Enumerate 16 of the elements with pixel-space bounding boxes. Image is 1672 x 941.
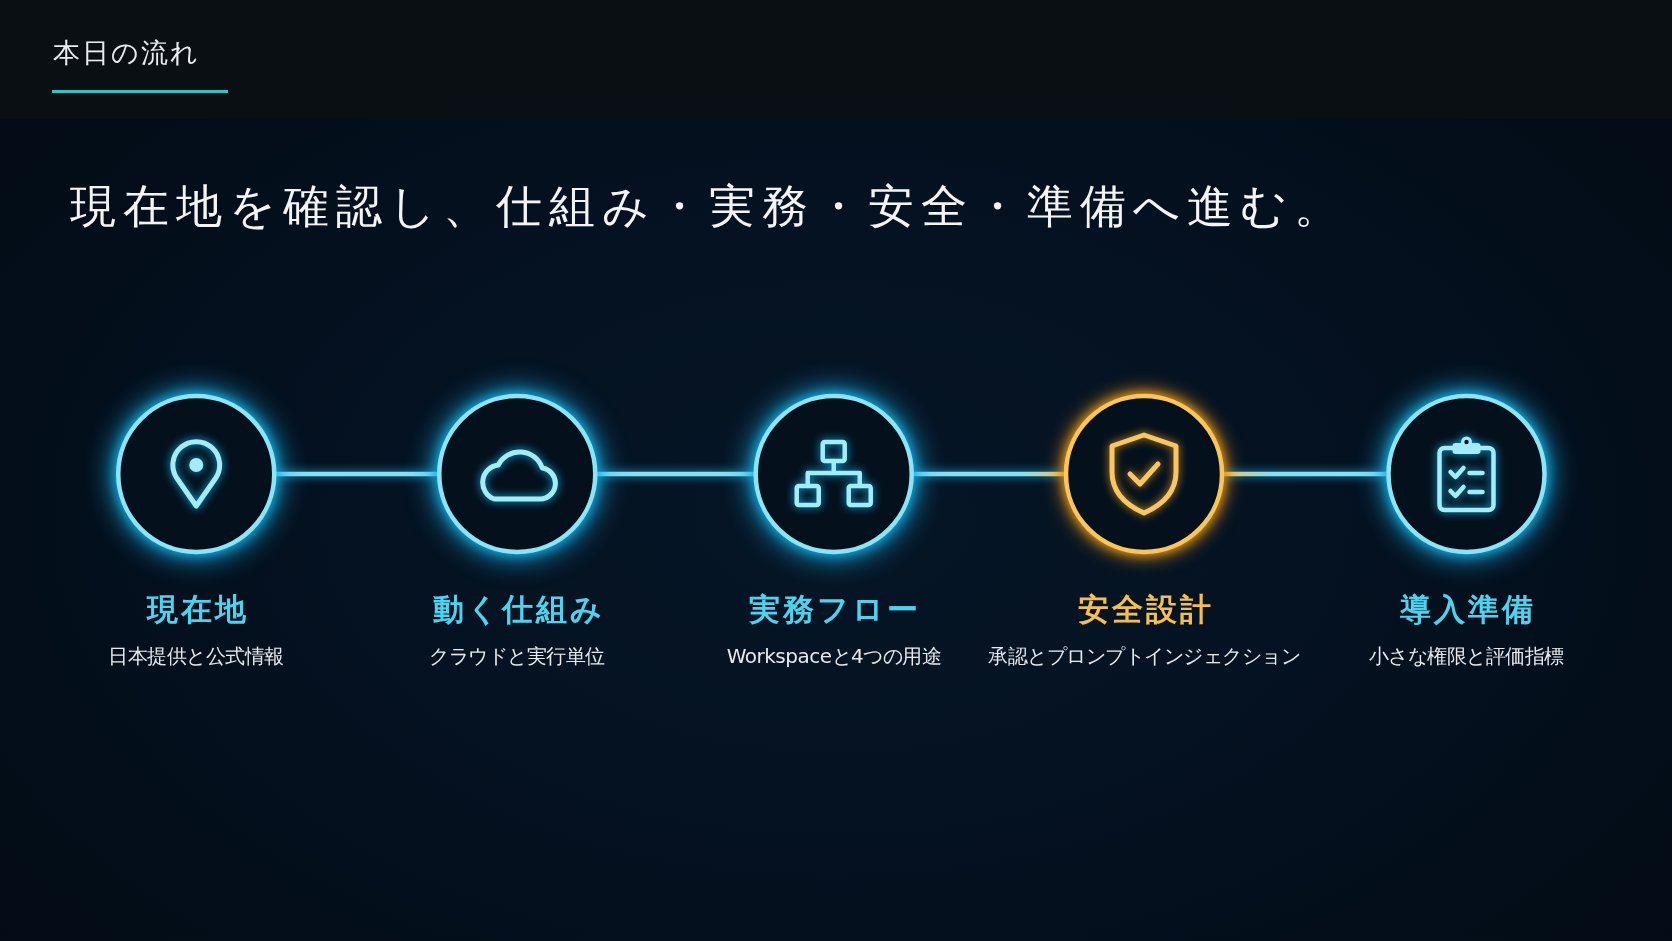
- step-heading: 動く仕組み: [431, 590, 605, 629]
- connector-line: [1224, 471, 1386, 477]
- step-heading: 安全設計: [1076, 590, 1214, 629]
- page-title: 現在地を確認し、仕組み・実務・安全・準備へ進む。: [70, 178, 1347, 235]
- step-heading: 導入準備: [1398, 590, 1536, 629]
- connector-line: [276, 471, 437, 477]
- step-description: Workspaceと4つの用途: [726, 643, 942, 670]
- step-heading: 実務フロー: [748, 590, 922, 629]
- section-label: 本日の流れ: [53, 36, 200, 70]
- step-description: クラウドと実行単位: [429, 643, 605, 670]
- step-description: 日本提供と公式情報: [108, 643, 284, 670]
- step-heading: 現在地: [145, 590, 249, 629]
- connector-line: [914, 471, 1064, 477]
- step-description: 承認とプロンプトインジェクション: [988, 643, 1300, 670]
- step-description: 小さな権限と評価指標: [1368, 643, 1564, 670]
- connector-line: [597, 471, 754, 477]
